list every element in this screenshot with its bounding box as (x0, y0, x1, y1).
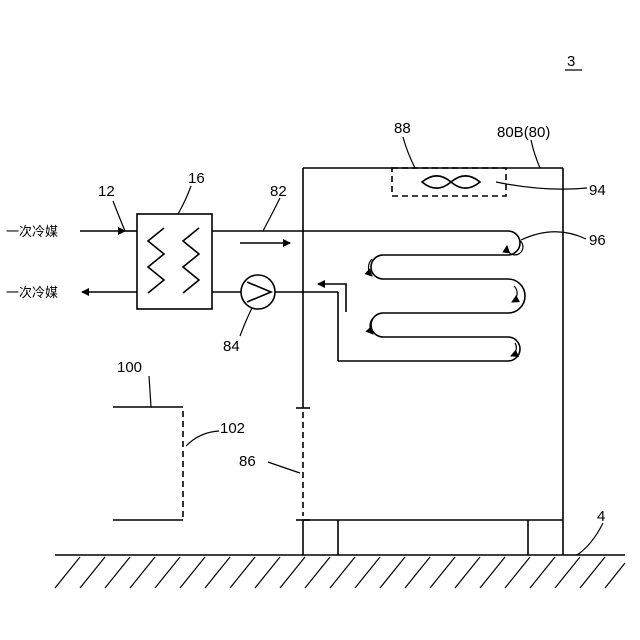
primary-refrigerant-in-label: 一次冷媒 (6, 224, 58, 240)
ref-86: 86 (239, 453, 256, 470)
ref-12: 12 (98, 183, 115, 200)
ref-84: 84 (223, 338, 240, 355)
figure-number: 3 (567, 53, 575, 70)
flow-arrow-coil-5 (511, 343, 516, 356)
flow-arrow-return (318, 284, 346, 312)
ref-16: 16 (188, 170, 205, 187)
ref-100: 100 (117, 359, 142, 376)
heat-exchanger-16 (137, 214, 212, 309)
ref-80b: 80B(80) (497, 124, 550, 141)
refrigerant-circuit-82 (212, 231, 525, 361)
fan-housing-88 (392, 168, 506, 196)
ref-82: 82 (270, 183, 287, 200)
fan-94-icon (422, 176, 480, 188)
ground-floor (55, 555, 625, 588)
flow-arrow-coil-3 (512, 286, 517, 302)
pump-84-icon (241, 275, 275, 309)
primary-refrigerant-out-label: 一次冷媒 (6, 285, 58, 301)
leader-lines (113, 137, 603, 555)
ref-88: 88 (394, 120, 411, 137)
ref-96: 96 (589, 232, 606, 249)
structure-100 (113, 407, 183, 520)
ref-94: 94 (589, 182, 606, 199)
ref-102: 102 (220, 420, 245, 437)
ref-4: 4 (597, 508, 605, 525)
